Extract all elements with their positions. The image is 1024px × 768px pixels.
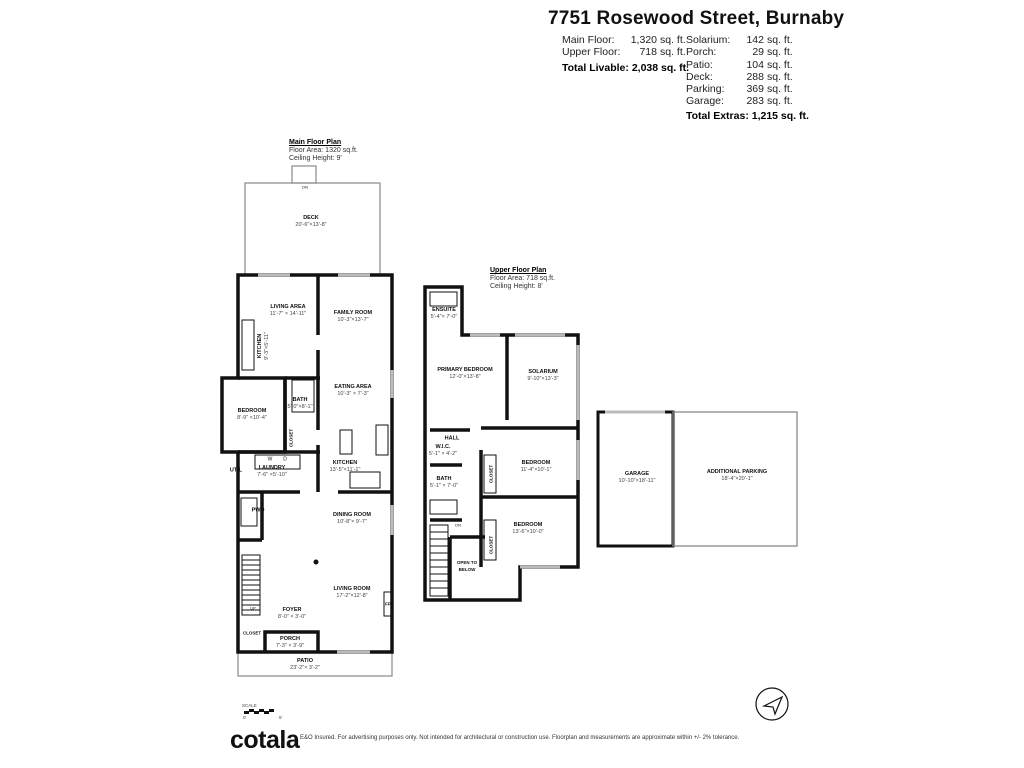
cotala-logo: cotala [230,726,300,754]
upper-floor-heading: Upper Floor Plan Floor Area: 718 sq.ft. … [490,267,555,290]
main-floor-fixtures [240,319,393,617]
stat-label: Garage: [686,95,724,108]
deck-stair [291,165,317,184]
up-label: UP [250,605,256,611]
stat-label: Patio: [686,58,713,71]
room-wic: W.I.C.5'-1" × 4'-2" [428,444,458,457]
room-closet-foyer: CLOSET [242,630,262,636]
room-closet: CLOSET [288,428,294,448]
stat-label: Deck: [686,70,713,83]
scale-label: SCALE [242,703,257,708]
dryer-label: D [283,456,287,463]
stat-label: Parking: [686,83,725,96]
scale-start: 0' [243,715,247,720]
washer-label: W [267,456,273,463]
room-util: UTIL [229,467,243,474]
upper-floor-walls [423,285,580,602]
room-closet-b: CLOSET [488,535,494,555]
ceiling-light [313,559,319,565]
room-hall: HALL [444,435,460,442]
outbuildings [596,410,798,548]
disclaimer-text: E&O Insured. For advertising purposes on… [300,735,740,741]
scale-end: 5' [279,715,283,720]
stat-total-extras: Total Extras: 1,215 sq. ft. [686,109,809,122]
dn-label: DN [302,184,308,190]
open-to-below: OPEN TO BELOW [456,560,478,572]
main-floor-walls [220,273,394,654]
stat-label: Porch: [686,46,717,59]
compass-icon [755,687,789,721]
fireplace: FP [385,601,391,607]
upper-floor-windows [470,333,580,569]
upper-floor-fixtures [429,291,497,597]
parking-outline [672,411,798,547]
room-powder: PWD [251,507,265,514]
main-floor-heading: Main Floor Plan Floor Area: 1320 sq.ft. … [289,139,358,162]
deck-outline [244,182,381,276]
stat-total-livable: Total Livable: 2,038 sq. ft. [562,61,690,74]
upper-dn-label: DN [455,522,461,528]
room-closet-a: CLOSET [488,464,494,484]
main-floor-windows [258,273,394,654]
stat-label: Solarium: [686,34,731,46]
property-address-title: 7751 Rosewood Street, Burnaby [548,8,845,29]
scale-bar-icon [244,709,274,714]
